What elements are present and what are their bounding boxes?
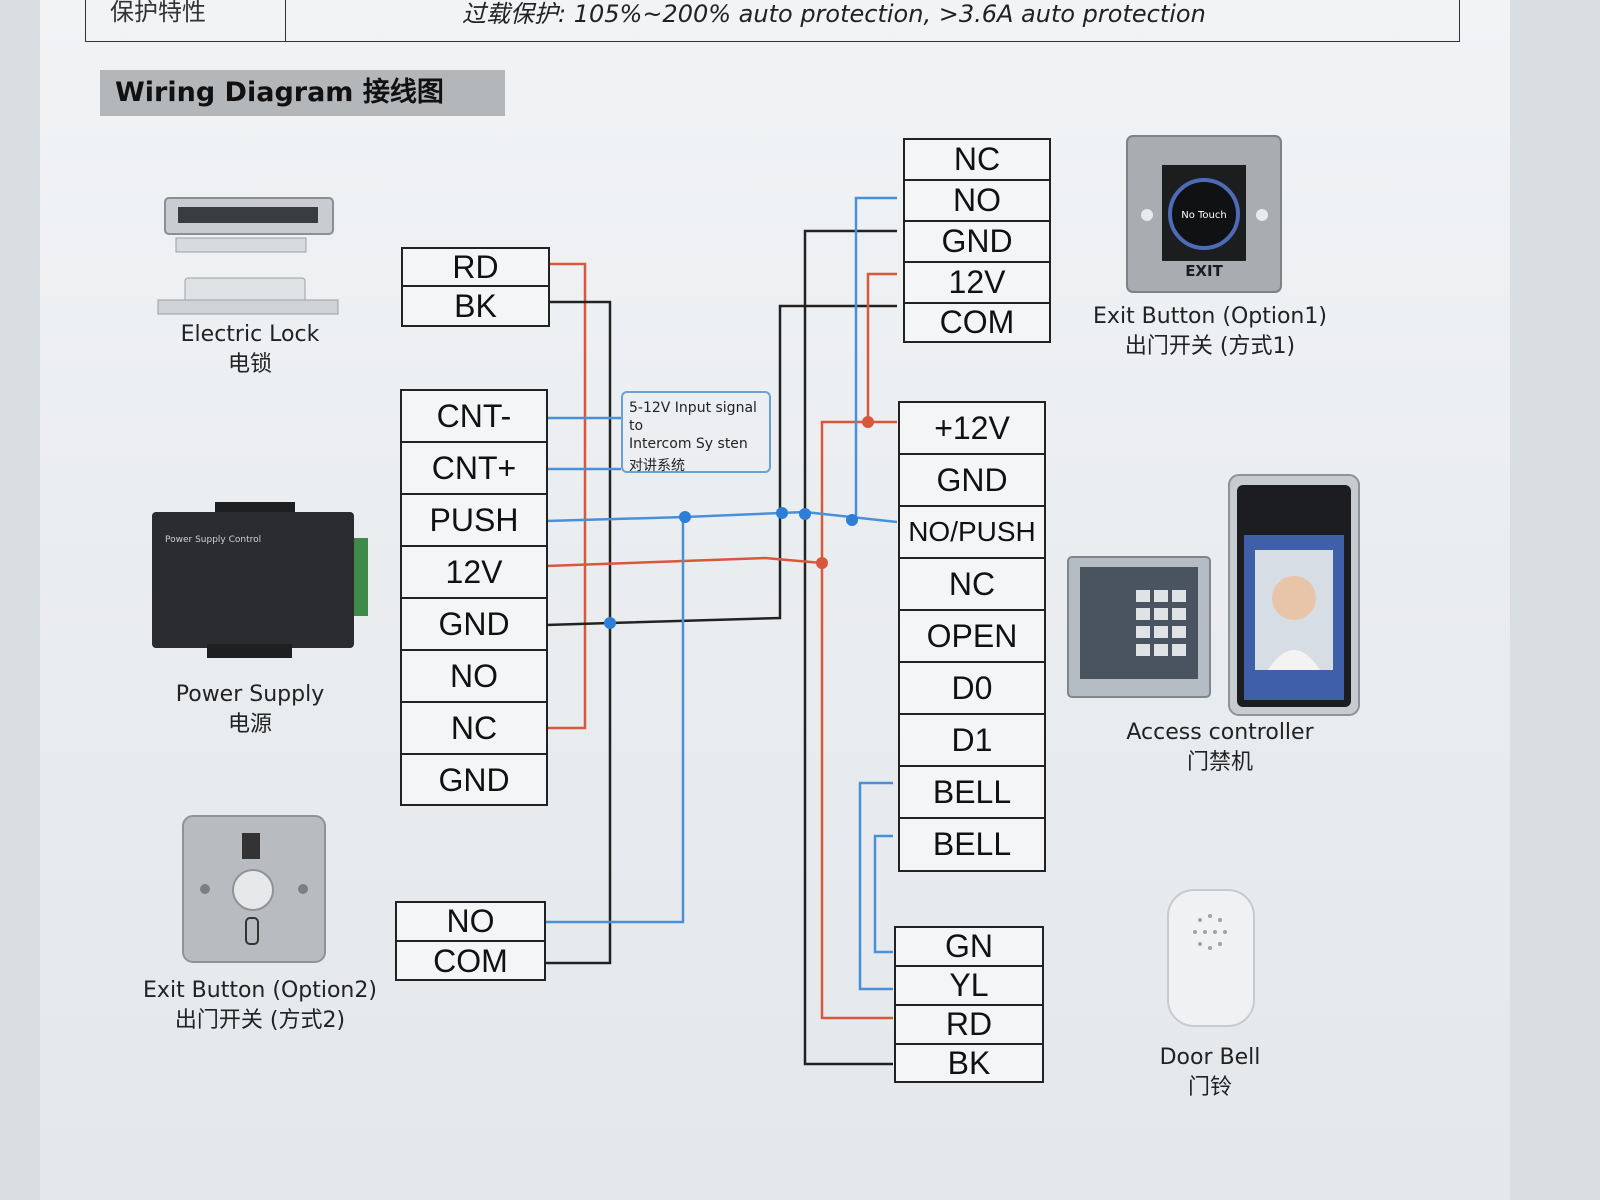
door-bell-label: Door Bell 门铃: [1130, 1043, 1290, 1103]
label-en: Door Bell: [1159, 1045, 1261, 1070]
lock-terminal-block: RD BK: [401, 247, 550, 327]
terminal-label: NO: [402, 651, 546, 703]
label-en: Exit Button (Option2): [143, 978, 377, 1003]
terminal-label: RD: [403, 249, 548, 287]
terminal-label: NO: [905, 181, 1049, 222]
junction-blue-2: [776, 507, 788, 519]
spec-table-row: [85, 0, 1460, 42]
terminal-label: BK: [947, 1044, 991, 1081]
exit1-terminal-block: NC NO GND 12V COM: [903, 138, 1051, 343]
wire-exit1-gnd: [803, 229, 897, 520]
terminal-label: +12V: [900, 403, 1044, 455]
power-terminal-block: CNT- CNT+ PUSH 12V GND NO NC GND: [400, 389, 548, 806]
junction-blue-3: [799, 508, 811, 520]
exit-button-option2-label: Exit Button (Option2) 出门开关 (方式2): [130, 976, 390, 1036]
junction-blue-1: [679, 511, 691, 523]
label-en: Exit Button (Option1): [1093, 304, 1327, 329]
bell-terminal-block: GN YL RD BK: [894, 926, 1044, 1083]
wire-exit2-no: [546, 517, 685, 924]
svg-text:Power Supply Control: Power Supply Control: [165, 535, 261, 545]
wire-lock-rd-to-power-nc: [546, 262, 587, 730]
exit2-terminal-block: NO COM: [395, 901, 546, 981]
terminal-label: 12V: [402, 547, 546, 599]
junction-red-2: [816, 557, 828, 569]
terminal-label: BELL: [900, 767, 1044, 819]
terminal-label: PUSH: [402, 495, 546, 547]
keypad-reader-icon: [1067, 556, 1211, 698]
spec-table-divider: [285, 0, 286, 42]
wire-exit1-12v: [866, 272, 897, 422]
power-supply-label: Power Supply 电源: [150, 680, 350, 740]
wire-bell-gn: [873, 834, 893, 954]
electric-lock-label: Electric Lock 电锁: [160, 320, 340, 380]
terminal-label: CNT+: [402, 443, 546, 495]
wire-bell-bk: [803, 520, 893, 1066]
terminal-label: COM: [433, 943, 508, 979]
label-en: Power Supply: [175, 682, 325, 707]
terminal-label: BK: [454, 287, 497, 324]
terminal-label: GND: [438, 762, 510, 798]
terminal-label: NC: [905, 140, 1049, 181]
spec-label: 保护特性: [110, 0, 206, 26]
wire-power-gnd: [545, 304, 897, 627]
terminal-label: GN: [896, 928, 1042, 967]
wire-lock-bk-to-gnd: [546, 300, 612, 965]
label-zh: 电源: [227, 712, 272, 737]
terminal-label: GND: [905, 222, 1049, 263]
label-zh: 出门开关 (方式1): [1124, 334, 1296, 359]
terminal-label: OPEN: [900, 611, 1044, 663]
exit-sign-text: EXIT: [1185, 262, 1223, 280]
exit-button-option1-icon: No Touch EXIT: [1126, 135, 1282, 293]
wire-exit1-no: [854, 196, 897, 520]
junction-black: [604, 617, 616, 629]
face-terminal-icon: [1228, 474, 1360, 716]
terminal-label: RD: [896, 1006, 1042, 1045]
access-controller-label: Access controller 门禁机: [1100, 718, 1340, 778]
section-title: Wiring Diagram 接线图: [100, 70, 505, 116]
terminal-label: NC: [402, 703, 546, 755]
note-line: 5-12V Input signal to: [629, 400, 757, 434]
terminal-label: COM: [939, 304, 1015, 340]
label-en: Electric Lock: [180, 322, 320, 347]
electric-lock-icon: [157, 197, 339, 315]
label-en: Access controller: [1126, 720, 1314, 745]
terminal-label: 12V: [905, 263, 1049, 304]
spec-value: 过载保护: 105%~200% auto protection, >3.6A a…: [462, 0, 1206, 28]
terminal-label: YL: [896, 967, 1042, 1006]
junction-blue-4: [846, 514, 858, 526]
terminal-label: GND: [900, 455, 1044, 507]
terminal-label: D0: [900, 663, 1044, 715]
exit-button-option2-icon: [182, 815, 326, 963]
terminal-label: BELL: [932, 826, 1012, 862]
label-zh: 出门开关 (方式2): [174, 1008, 346, 1033]
power-supply-icon: Power Supply Control: [152, 502, 368, 658]
wire-bell-yl: [858, 781, 893, 991]
exit-button-option1-label: Exit Button (Option1) 出门开关 (方式1): [1080, 302, 1340, 362]
terminal-label: NC: [900, 559, 1044, 611]
wire-power-12v: [545, 556, 823, 568]
terminal-label: NO/PUSH: [900, 507, 1044, 559]
terminal-label: D1: [900, 715, 1044, 767]
no-touch-text: No Touch: [1181, 210, 1226, 221]
label-zh: 电锁: [227, 352, 272, 377]
intercom-signal-note: 5-12V Input signal to Intercom Sy sten 对…: [621, 391, 771, 474]
wire-bell-rd: [820, 563, 893, 1020]
note-line: Intercom Sy sten: [629, 436, 748, 452]
note-line: 对讲系统: [629, 458, 685, 474]
label-zh: 门禁机: [1186, 750, 1253, 775]
door-bell-icon: [1167, 889, 1255, 1027]
access-terminal-block: +12V GND NO/PUSH NC OPEN D0 D1 BELL BELL: [898, 401, 1046, 872]
junction-red-1: [862, 416, 874, 428]
label-zh: 门铃: [1187, 1075, 1232, 1100]
terminal-label: NO: [397, 903, 544, 942]
terminal-label: CNT-: [402, 391, 546, 443]
terminal-label: GND: [402, 599, 546, 651]
